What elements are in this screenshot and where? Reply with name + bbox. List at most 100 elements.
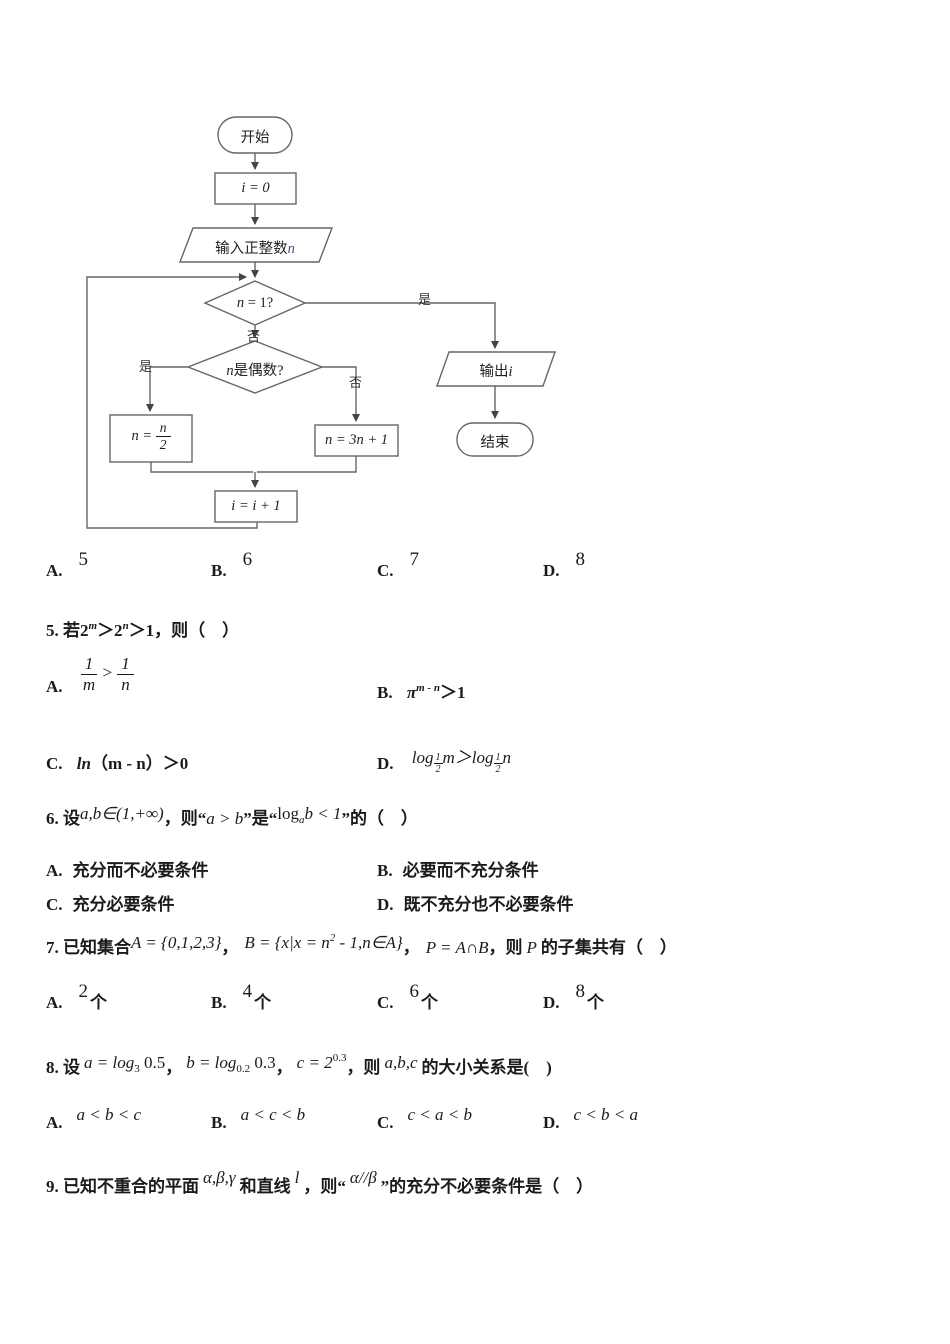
q8-option-d: D. c < b < a bbox=[543, 1105, 638, 1133]
q5-sup-n: n bbox=[122, 620, 129, 632]
q9-mid1: 和直线 bbox=[239, 1177, 291, 1196]
q8-math-a: a = log3 0.5 bbox=[84, 1053, 166, 1075]
q5-head-post: ＞1，则（ ） bbox=[128, 621, 240, 640]
end-node-shape bbox=[456, 422, 534, 457]
q7-set-a: A = {0,1,2,3} bbox=[131, 933, 222, 952]
init-node: i = 0 bbox=[215, 180, 296, 197]
triple-node: n = 3n + 1 bbox=[315, 432, 398, 449]
q7-mid: ，则 bbox=[488, 938, 523, 957]
q8-option-c: C.c < a < b bbox=[377, 1105, 472, 1133]
q6-math-interval: a,b∈(1,+∞) bbox=[80, 804, 164, 823]
output-node-shape bbox=[436, 351, 556, 387]
q4-option-d-label: D. bbox=[543, 561, 560, 580]
q5-header: 5. 若2m＞2n＞1，则（ ） bbox=[46, 616, 239, 641]
q7-head-post: 的子集共有（ ） bbox=[540, 938, 677, 957]
cond1-text: = 1? bbox=[244, 295, 274, 311]
q8-option-d-value: c < b < a bbox=[573, 1105, 639, 1124]
q8-option-a-label: A. bbox=[46, 1113, 63, 1132]
q7-option-b-unit: 个 bbox=[254, 993, 272, 1012]
edge-label-yes-left: 是 bbox=[139, 359, 153, 374]
q8-option-a: A.a < b < c bbox=[46, 1105, 141, 1133]
end-node: 结束 bbox=[457, 431, 533, 452]
edge-cond1-output-yes bbox=[305, 302, 499, 349]
q8-head-post: 的大小关系是( ) bbox=[421, 1058, 552, 1077]
flowchart-shapes bbox=[86, 116, 556, 529]
q4-option-b-label: B. bbox=[211, 561, 227, 580]
q4-option-c-value: 7 bbox=[409, 549, 420, 570]
cond1-var: n bbox=[236, 295, 245, 311]
q8-comma1: ， bbox=[165, 1058, 183, 1077]
input-node-shape bbox=[178, 227, 334, 263]
q8-math-c: c = 20.3 bbox=[296, 1052, 347, 1072]
q7-option-c: C. 6个 bbox=[377, 981, 439, 1014]
q6-mid1: ，则“ bbox=[163, 809, 207, 828]
q6-mid2: ”是“ bbox=[243, 809, 278, 828]
q6-option-d-text: 既不充分也不必要条件 bbox=[403, 895, 574, 914]
q7-comma1: ， bbox=[221, 938, 239, 957]
q5-option-c: C. ln（m - n）＞0 bbox=[46, 749, 188, 774]
q4-option-a: A. 5 bbox=[46, 549, 88, 582]
q6-option-b: B.必要而不充分条件 bbox=[377, 856, 539, 881]
q6-head-post: ”的（ ） bbox=[341, 809, 418, 828]
q9-planes: α,β,γ bbox=[203, 1168, 236, 1187]
q6-head-pre: 6. 设 bbox=[46, 809, 80, 828]
q4-option-d-value: 8 bbox=[575, 549, 586, 570]
edge-label-no-down: 否 bbox=[247, 329, 261, 344]
q7-option-b-label: B. bbox=[211, 993, 227, 1012]
q7-set-p: P = A∩B bbox=[425, 938, 489, 957]
edge-label-no-right: 否 bbox=[349, 375, 363, 390]
q4-option-b: B.6 bbox=[211, 549, 252, 582]
q6-option-c-label: C. bbox=[46, 895, 63, 914]
q5-option-d-label: D. bbox=[377, 754, 394, 773]
q6-option-a-text: 充分而不必要条件 bbox=[72, 861, 209, 880]
q7-p-var: P bbox=[526, 938, 537, 957]
q8-abc: a,b,c bbox=[384, 1053, 418, 1072]
q7-option-a-unit: 个 bbox=[90, 993, 108, 1012]
triple-label: n = 3n + 1 bbox=[324, 432, 389, 448]
end-label: 结束 bbox=[480, 435, 510, 451]
q7-option-c-label: C. bbox=[377, 993, 394, 1012]
q9-mid2: ，则“ bbox=[303, 1177, 346, 1196]
q6-option-d: D. 既不充分也不必要条件 bbox=[377, 890, 574, 915]
q7-option-a: A.2个 bbox=[46, 981, 108, 1014]
edge-cond2-triple-no bbox=[322, 366, 360, 422]
q6-math-a-gt-b: a > b bbox=[206, 809, 244, 828]
q4-option-a-value: 5 bbox=[78, 549, 89, 570]
q8-option-c-value: c < a < b bbox=[407, 1105, 473, 1124]
q7-option-d-label: D. bbox=[543, 993, 560, 1012]
q7-option-c-unit: 个 bbox=[421, 993, 439, 1012]
q5-a-relation: > bbox=[101, 663, 114, 683]
q7-option-b: B.4个 bbox=[211, 981, 272, 1014]
q4-option-c-label: C. bbox=[377, 561, 394, 580]
output-var: i bbox=[508, 364, 513, 380]
cond2-node: n是偶数? bbox=[188, 359, 322, 380]
q8-head-pre: 8. 设 bbox=[46, 1058, 80, 1077]
q6-option-d-label: D. bbox=[377, 895, 394, 914]
output-node: 输出i bbox=[437, 360, 555, 381]
q7-option-c-value: 6 bbox=[409, 981, 420, 1002]
q5-option-c-label: C. bbox=[46, 754, 63, 773]
q5-option-b-math: πm - n＞1 bbox=[406, 682, 466, 702]
q5-option-b: B. πm - n＞1 bbox=[377, 678, 465, 703]
q8-option-d-label: D. bbox=[543, 1113, 560, 1132]
q5-sup-m: m bbox=[88, 620, 98, 632]
q4-option-a-label: A. bbox=[46, 561, 63, 580]
q6-option-b-label: B. bbox=[377, 861, 393, 880]
q6-option-c: C.充分必要条件 bbox=[46, 890, 175, 915]
inc-node-shape bbox=[214, 490, 298, 523]
input-node: 输入正整数n bbox=[180, 237, 330, 258]
q8-option-b: B.a < c < b bbox=[211, 1105, 305, 1133]
q8-option-b-value: a < c < b bbox=[240, 1105, 306, 1124]
q5-option-a-label: A. bbox=[46, 677, 63, 697]
edge-cond2-half-yes bbox=[146, 366, 188, 412]
